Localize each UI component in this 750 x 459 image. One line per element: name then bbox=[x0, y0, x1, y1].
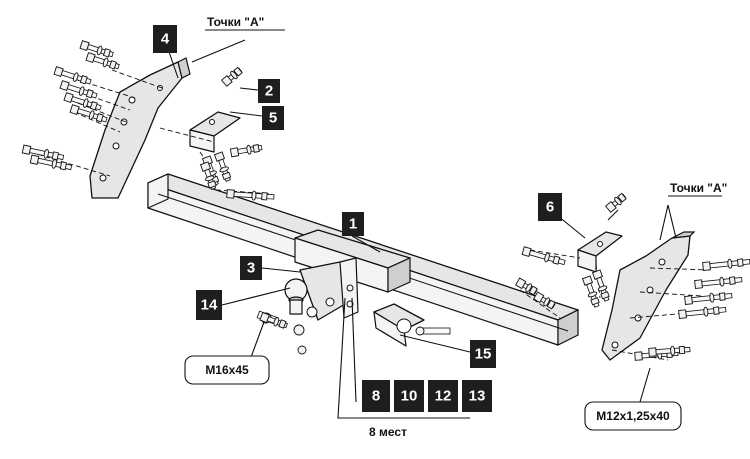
part-badge-3-label: 3 bbox=[247, 260, 255, 277]
socket-plate bbox=[373, 303, 451, 347]
part-badge-2-label: 2 bbox=[265, 83, 273, 100]
bolt-with-washer bbox=[53, 66, 92, 85]
part-badge-14: 14 bbox=[196, 290, 222, 320]
bolt-with-washer bbox=[69, 104, 108, 123]
part-badge-14-label: 14 bbox=[201, 297, 218, 314]
bolt-with-washer bbox=[581, 275, 600, 308]
points-a-label-right: Точки "А" bbox=[670, 181, 727, 195]
bolt-with-washer bbox=[220, 66, 243, 87]
bolt-with-washer bbox=[678, 306, 727, 319]
bolt-size-callout-m12: M12x1,25x40 bbox=[584, 401, 682, 431]
bolt-with-washer bbox=[229, 144, 263, 158]
part-badge-10: 10 bbox=[394, 380, 424, 412]
bolt-size-m16-text: M16x45 bbox=[205, 363, 249, 377]
bolt-set bbox=[21, 40, 750, 361]
part-badge-1: 1 bbox=[342, 212, 364, 236]
bolt-with-washer bbox=[648, 345, 691, 357]
bolt-with-washer bbox=[226, 189, 275, 201]
part-badge-4: 4 bbox=[153, 25, 177, 53]
bolt-with-washer bbox=[199, 161, 217, 190]
bolt-with-washer bbox=[515, 277, 538, 296]
part-badge-12-label: 12 bbox=[435, 388, 452, 405]
points-a-label-left: Точки "А" bbox=[207, 15, 264, 29]
bolt-with-washer bbox=[29, 154, 73, 171]
left-bracket-plate bbox=[89, 57, 191, 199]
part-badge-13: 13 bbox=[462, 380, 492, 412]
bolt-with-washer bbox=[604, 192, 627, 213]
part-badge-2: 2 bbox=[258, 79, 280, 103]
right-bracket-plate bbox=[601, 231, 696, 361]
bolt-with-washer bbox=[79, 40, 114, 58]
bolt-size-callout-m16: M16x45 bbox=[184, 355, 270, 385]
part-badge-15-label: 15 bbox=[475, 346, 492, 363]
part-badge-12: 12 bbox=[428, 380, 458, 412]
left-small-bracket bbox=[189, 111, 241, 153]
part-badge-8: 8 bbox=[362, 380, 390, 412]
bolt-with-washer bbox=[213, 151, 232, 182]
part-badge-3: 3 bbox=[240, 256, 262, 280]
right-small-bracket bbox=[577, 231, 623, 273]
bolt-with-washer bbox=[521, 246, 566, 266]
part-badge-8-label: 8 bbox=[372, 388, 380, 405]
places-count-label: 8 мест bbox=[369, 425, 407, 439]
part-badge-15: 15 bbox=[470, 340, 496, 368]
bolt-with-washer bbox=[259, 311, 288, 329]
part-badge-5-label: 5 bbox=[269, 110, 277, 127]
bolt-with-washer bbox=[85, 52, 120, 70]
part-badge-6-label: 6 bbox=[546, 199, 554, 216]
part-badge-6: 6 bbox=[538, 193, 562, 221]
bolt-with-washer bbox=[684, 292, 733, 305]
part-badge-1-label: 1 bbox=[349, 216, 357, 233]
part-badge-4-label: 4 bbox=[161, 31, 170, 48]
part-badge-5: 5 bbox=[262, 106, 284, 130]
bolt-with-washer bbox=[21, 144, 65, 161]
tow-ball-assembly bbox=[256, 257, 359, 355]
bolt-with-washer bbox=[59, 80, 98, 99]
bolt-with-washer bbox=[63, 92, 102, 111]
bolt-with-washer bbox=[694, 276, 743, 289]
bolt-size-m12-text: M12x1,25x40 bbox=[596, 409, 670, 423]
bolt-with-washer bbox=[591, 269, 610, 302]
bolt-with-washer bbox=[702, 258, 750, 271]
part-badge-10-label: 10 bbox=[401, 388, 418, 405]
part-badge-13-label: 13 bbox=[469, 388, 486, 405]
bolt-with-washer bbox=[533, 291, 556, 310]
